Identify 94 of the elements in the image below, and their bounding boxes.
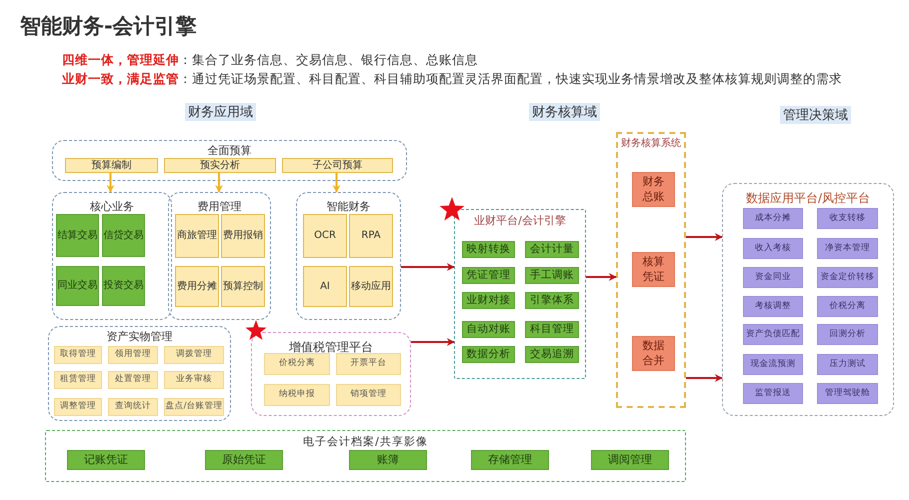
module-box: 引擎体系 xyxy=(525,292,579,309)
panel-heading: 增值税管理平台 xyxy=(288,339,374,356)
module-box: 自动对账 xyxy=(462,321,515,338)
module-box: 财务总账 xyxy=(632,172,675,207)
module-box: 记账凭证 xyxy=(67,450,145,470)
module-box: 预算控制 xyxy=(221,266,265,307)
panel-heading: 核心业务 xyxy=(89,199,135,214)
dashed-panel xyxy=(454,209,586,379)
title: 智能财务-会计引擎 xyxy=(20,13,197,40)
dashed-panel xyxy=(52,140,407,181)
module-box: 凭证管理 xyxy=(462,267,515,284)
panel-heading: 财务核算系统 xyxy=(620,136,682,150)
module-box: 商旅管理 xyxy=(175,214,219,258)
panel-heading: 业财平台/会计引擎 xyxy=(473,213,567,228)
arrow xyxy=(686,233,723,241)
panel-heading: 全面预算 xyxy=(206,143,252,158)
module-box: 价税分离 xyxy=(817,296,878,317)
module-box: 销项管理 xyxy=(336,384,401,406)
module-box: 移动应用 xyxy=(349,266,393,307)
arrow xyxy=(106,172,114,193)
arrow xyxy=(332,172,340,193)
arrow xyxy=(586,273,617,281)
module-box: 管理驾驶舱 xyxy=(817,383,878,404)
module-box: 收支转移 xyxy=(817,208,878,229)
module-box: 回测分析 xyxy=(817,324,878,345)
module-box: 净资本管理 xyxy=(817,238,878,259)
module-box: 资产负债匹配 xyxy=(743,324,803,345)
module-box: 数据合并 xyxy=(632,336,675,371)
section-heading: 财务核算域 xyxy=(529,103,600,121)
module-box: OCR xyxy=(303,214,347,258)
arrow xyxy=(401,263,455,271)
module-box: 纳税申报 xyxy=(264,384,330,406)
module-box: 开票平台 xyxy=(336,353,401,375)
module-box: 手工调账 xyxy=(525,267,579,284)
module-box: 处置管理 xyxy=(108,371,158,389)
module-box: 收入考核 xyxy=(743,238,803,259)
module-box: 考核调整 xyxy=(743,296,803,317)
module-box: 调阅管理 xyxy=(591,450,669,470)
module-box: 成本分摊 xyxy=(743,208,803,229)
module-box: 账簿 xyxy=(349,450,427,470)
module-box: 盘点/台账管理 xyxy=(164,398,224,416)
intro-text: 业财一致，满足监管：通过凭证场景配置、科目配置、科目辅助项配置灵活界面配置，快速实现业务情景增改及整体核算规则调整的需求 xyxy=(62,71,842,88)
panel-heading: 资产实物管理 xyxy=(106,329,174,344)
panel-heading: 电子会计档案/共享影像 xyxy=(302,434,429,449)
module-box: 原始凭证 xyxy=(205,450,283,470)
module-box: 信贷交易 xyxy=(102,214,145,257)
module-box: 投资交易 xyxy=(102,266,145,306)
dashed-panel xyxy=(45,430,686,482)
dashed-panel xyxy=(48,326,231,421)
module-box: 子公司预算 xyxy=(282,158,393,173)
intro-text: 四维一体，管理延伸：集合了业务信息、交易信息、银行信息、总账信息 xyxy=(62,52,478,69)
module-box: 会计计量 xyxy=(525,241,579,258)
panel-heading: 费用管理 xyxy=(196,199,242,214)
arrow xyxy=(686,374,723,382)
module-box: 租赁管理 xyxy=(54,371,102,389)
module-box: 查询统计 xyxy=(108,398,158,416)
module-box: RPA xyxy=(349,214,393,258)
module-box: 映射转换 xyxy=(462,241,515,258)
arrow xyxy=(411,338,455,346)
module-box: 结算交易 xyxy=(56,214,99,257)
module-box: 领用管理 xyxy=(108,346,158,364)
dashed-panel xyxy=(616,132,686,408)
module-box: 资金同业 xyxy=(743,267,803,288)
module-box: AI xyxy=(303,266,347,307)
dashed-panel xyxy=(251,332,411,416)
module-box: 数据分析 xyxy=(462,346,515,363)
dashed-panel xyxy=(168,192,271,320)
module-box: 调拨管理 xyxy=(164,346,224,364)
section-heading: 管理决策域 xyxy=(780,106,851,124)
module-box: 核算凭证 xyxy=(632,252,675,287)
dashed-panel xyxy=(296,192,401,320)
section-heading: 财务应用域 xyxy=(185,103,256,121)
module-box: 调整管理 xyxy=(54,398,102,416)
panel-heading: 智能财务 xyxy=(326,199,372,214)
module-box: 现金流预测 xyxy=(743,354,803,375)
module-box: 取得管理 xyxy=(54,346,102,364)
module-box: 费用分摊 xyxy=(175,266,219,307)
module-box: 预算编制 xyxy=(65,158,158,173)
module-box: 科目管理 xyxy=(525,321,579,338)
module-box: 资金定价转移 xyxy=(817,267,878,288)
dashed-panel xyxy=(722,183,894,416)
module-box: 同业交易 xyxy=(56,266,99,306)
module-box: 交易追溯 xyxy=(525,346,579,363)
module-box: 业务审核 xyxy=(164,371,224,389)
module-box: 存储管理 xyxy=(471,450,549,470)
arrow xyxy=(215,172,223,193)
module-box: 业财对接 xyxy=(462,292,515,309)
module-box: 价税分离 xyxy=(264,353,330,375)
module-box: 压力测试 xyxy=(817,354,878,375)
module-box: 费用报销 xyxy=(221,214,265,258)
module-box: 预实分析 xyxy=(164,158,276,173)
dashed-panel xyxy=(52,192,172,320)
panel-heading: 数据应用平台/风控平台 xyxy=(744,190,872,207)
module-box: 监管报送 xyxy=(743,383,803,404)
